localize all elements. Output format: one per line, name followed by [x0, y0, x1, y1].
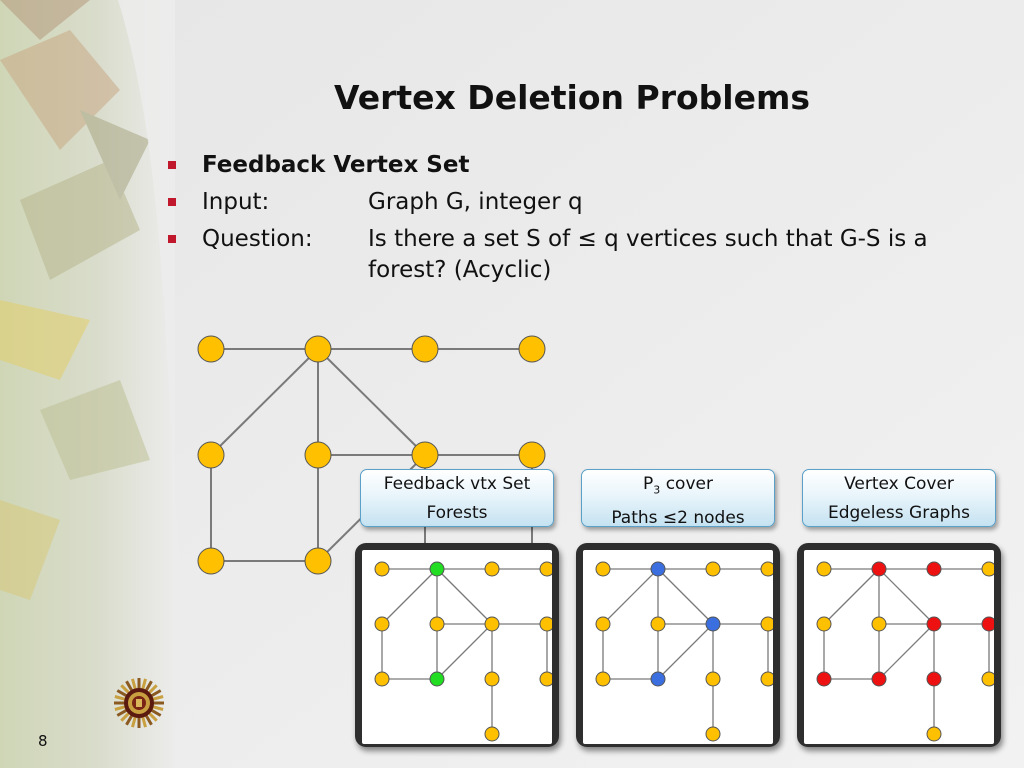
graph-node — [760, 616, 776, 632]
panel-canvas — [362, 550, 555, 744]
bullet-marker — [168, 235, 176, 243]
graph-edge — [210, 348, 319, 456]
graph-edge — [657, 568, 714, 625]
panel-graph — [595, 561, 776, 742]
graph-node — [304, 335, 332, 363]
graph-node — [981, 616, 997, 632]
graph-node — [650, 616, 666, 632]
graph-edge — [878, 623, 935, 680]
graph-node — [926, 726, 942, 742]
graph-edge — [436, 568, 493, 625]
graph-edge — [436, 623, 493, 680]
bullet-marker — [168, 161, 176, 169]
graph-node — [816, 616, 832, 632]
graph-node — [926, 616, 942, 632]
graph-node — [705, 561, 721, 577]
graph-node — [374, 561, 390, 577]
callout-line2: Paths ≤2 nodes — [611, 508, 745, 529]
graph-node — [981, 561, 997, 577]
graph-node — [484, 616, 500, 632]
graph-edge — [657, 623, 714, 680]
callout-prefix: P — [643, 474, 654, 494]
callout-line2: Edgeless Graphs — [827, 503, 971, 523]
graph-edge — [823, 568, 880, 625]
graph-node — [871, 671, 887, 687]
bullet-label: Question: — [202, 226, 313, 252]
bullet-item: Question: Is there a set S of ≤ q vertic… — [168, 224, 988, 286]
callout-vertex-cover: Vertex Cover Edgeless Graphs — [802, 469, 996, 527]
panel-p3-cover — [576, 543, 780, 747]
bullet-list: Feedback Vertex Set Input: Graph G, inte… — [168, 150, 988, 292]
bullet-label: Input: — [202, 189, 270, 215]
page-number: 8 — [38, 732, 48, 750]
graph-node — [981, 671, 997, 687]
graph-node — [484, 726, 500, 742]
graph-node — [595, 616, 611, 632]
graph-edge — [602, 568, 659, 625]
slide-title: Vertex Deletion Problems — [333, 78, 810, 117]
callout-line1: Feedback vtx Set — [383, 474, 531, 494]
graph-node — [816, 561, 832, 577]
graph-node — [484, 671, 500, 687]
graph-node — [871, 561, 887, 577]
graph-node — [518, 441, 546, 469]
panel-vertex-cover — [797, 543, 1001, 747]
graph-node — [484, 561, 500, 577]
bullet-item: Input: Graph G, integer q — [168, 187, 988, 218]
panel-graph — [816, 561, 997, 742]
graph-node — [871, 616, 887, 632]
graph-node — [760, 561, 776, 577]
graph-node — [595, 671, 611, 687]
graph-node — [197, 547, 225, 575]
panel-feedback-vertex-set — [355, 543, 559, 747]
graph-node — [595, 561, 611, 577]
bullet-marker — [168, 198, 176, 206]
graph-edge — [317, 348, 426, 456]
bullet-value: Is there a set S of ≤ q vertices such th… — [368, 226, 928, 283]
graph-node — [304, 547, 332, 575]
graph-edge — [878, 568, 935, 625]
callout-subscript: 3 — [653, 483, 661, 497]
panel-graph — [374, 561, 555, 742]
graph-node — [304, 441, 332, 469]
graph-edge — [381, 568, 438, 625]
graph-node — [429, 671, 445, 687]
graph-node — [374, 671, 390, 687]
bullet-value: Graph G, integer q — [368, 189, 583, 215]
bullet-item: Feedback Vertex Set — [168, 150, 988, 181]
callout-line1: P3 cover — [582, 470, 774, 504]
graph-node — [197, 335, 225, 363]
university-seal-icon — [114, 678, 164, 728]
graph-node — [429, 561, 445, 577]
graph-node — [650, 561, 666, 577]
graph-node — [539, 671, 555, 687]
graph-node — [518, 335, 546, 363]
graph-node — [816, 671, 832, 687]
graph-node — [705, 671, 721, 687]
graph-node — [760, 671, 776, 687]
callout-line2: Forests — [426, 503, 488, 523]
bullet-heading: Feedback Vertex Set — [202, 152, 470, 178]
graph-node — [926, 671, 942, 687]
graph-node — [197, 441, 225, 469]
graph-node — [429, 616, 445, 632]
graph-node — [705, 616, 721, 632]
graph-node — [926, 561, 942, 577]
callout-line1: Vertex Cover — [844, 474, 954, 494]
graph-node — [374, 616, 390, 632]
graph-node — [411, 441, 439, 469]
graph-node — [705, 726, 721, 742]
panel-canvas — [804, 550, 997, 744]
graph-node — [539, 561, 555, 577]
graph-node — [650, 671, 666, 687]
graph-node — [411, 335, 439, 363]
callout-p3-cover: P3 cover Paths ≤2 nodes — [581, 469, 775, 528]
callout-feedback-vertex-set: Feedback vtx Set Forests — [360, 469, 554, 527]
callout-suffix: cover — [660, 474, 713, 494]
graph-node — [539, 616, 555, 632]
panel-canvas — [583, 550, 776, 744]
